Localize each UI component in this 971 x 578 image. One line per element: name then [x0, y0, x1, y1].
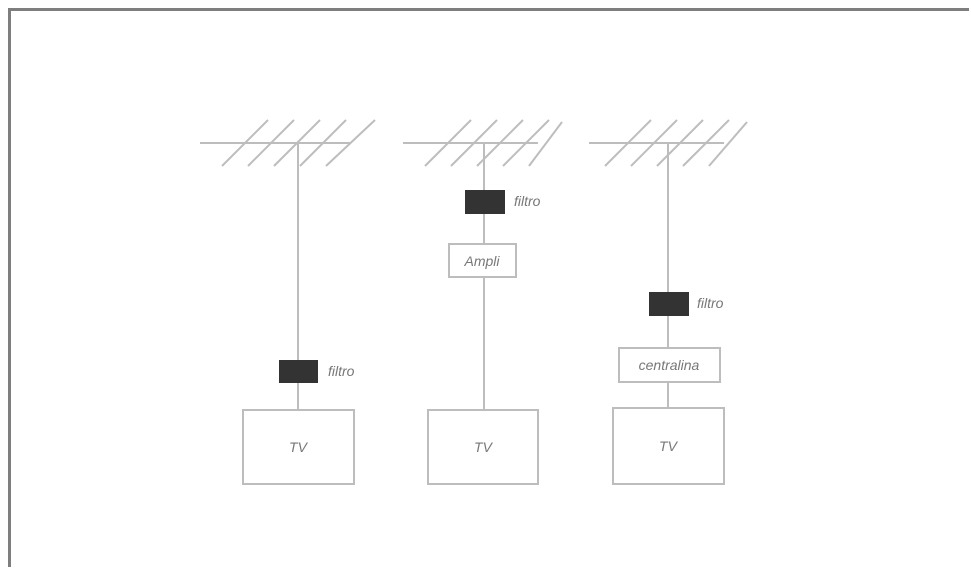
tv-box-1 [242, 409, 355, 485]
tv-1-label: TV [289, 439, 309, 455]
filter-2-block [465, 190, 505, 214]
filter-3-block [649, 292, 689, 316]
frame-left-border [8, 8, 11, 567]
filter-3-label: filtro [697, 295, 724, 311]
tv-box-3 [612, 407, 725, 485]
tv-2-label: TV [474, 439, 494, 455]
antenna-1-yagi-icon [200, 119, 376, 167]
antenna-2-yagi-icon [403, 119, 563, 167]
filter-1-label: filtro [328, 363, 355, 379]
tv-3-label: TV [659, 438, 679, 454]
frame-top-border [8, 8, 969, 11]
ampli-label: Ampli [463, 253, 500, 269]
filter-1-block [279, 360, 318, 383]
antenna-3-yagi-icon [589, 119, 748, 167]
tv-box-2 [427, 409, 539, 485]
centralina-box [618, 347, 721, 383]
filter-2-label: filtro [514, 193, 541, 209]
ampli-box [448, 243, 517, 278]
centralina-label: centralina [639, 357, 700, 373]
